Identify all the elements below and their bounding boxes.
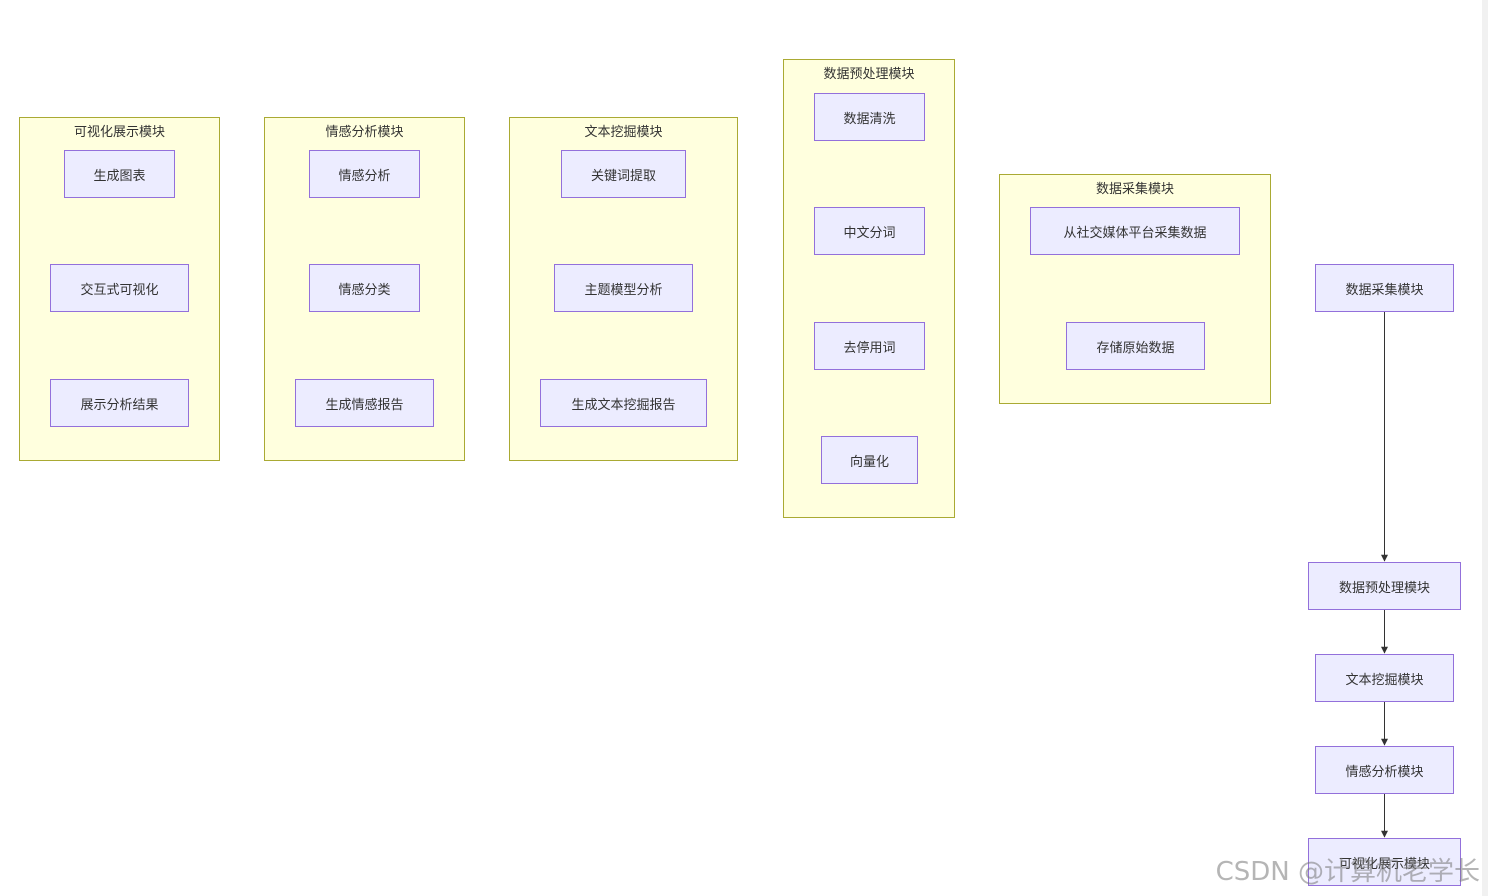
node-interactive-visualization[interactable]: 交互式可视化 — [50, 264, 189, 312]
node-show-results[interactable]: 展示分析结果 — [50, 379, 189, 427]
node-flow-collection[interactable]: 数据采集模块 — [1315, 264, 1454, 312]
node-collect-social-media[interactable]: 从社交媒体平台采集数据 — [1030, 207, 1240, 255]
node-sentiment-classify[interactable]: 情感分类 — [309, 264, 420, 312]
node-generate-chart[interactable]: 生成图表 — [64, 150, 175, 198]
node-flow-sentiment[interactable]: 情感分析模块 — [1315, 746, 1454, 794]
group-title-preprocessing: 数据预处理模块 — [823, 67, 915, 82]
node-store-raw-data[interactable]: 存储原始数据 — [1066, 322, 1205, 370]
node-text-mining-report[interactable]: 生成文本挖掘报告 — [540, 379, 707, 427]
node-keyword-extract[interactable]: 关键词提取 — [561, 150, 686, 198]
node-flow-text-mining[interactable]: 文本挖掘模块 — [1315, 654, 1454, 702]
group-title-sentiment: 情感分析模块 — [325, 125, 404, 140]
watermark: CSDN @计算机老学长 — [1215, 857, 1480, 887]
node-flow-visualization[interactable]: 可视化展示模块 — [1308, 838, 1461, 886]
group-title-text-mining: 文本挖掘模块 — [584, 125, 663, 140]
node-flow-preprocessing[interactable]: 数据预处理模块 — [1308, 562, 1461, 610]
node-stopword-removal[interactable]: 去停用词 — [814, 322, 925, 370]
group-title-visualization: 可视化展示模块 — [73, 125, 165, 140]
scrollbar[interactable] — [1482, 0, 1488, 896]
group-title-collection: 数据采集模块 — [1095, 182, 1174, 197]
node-chinese-segmentation[interactable]: 中文分词 — [814, 207, 925, 255]
node-topic-model[interactable]: 主题模型分析 — [554, 264, 693, 312]
node-data-cleaning[interactable]: 数据清洗 — [814, 93, 925, 141]
node-sentiment-analysis[interactable]: 情感分析 — [309, 150, 420, 198]
node-sentiment-report[interactable]: 生成情感报告 — [295, 379, 434, 427]
node-vectorization[interactable]: 向量化 — [821, 436, 918, 484]
